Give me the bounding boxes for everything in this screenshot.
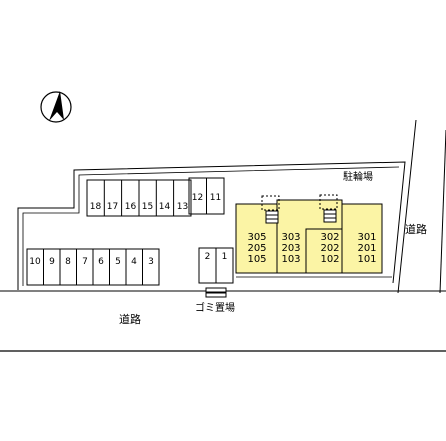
parking-row-12-11: [188, 177, 225, 215]
unit-203: 203: [281, 243, 301, 254]
parking-row-18-13: [86, 179, 192, 217]
parking-label-9: 9: [49, 257, 55, 267]
parking-row-2-1: [198, 247, 234, 284]
unit-205: 205: [247, 243, 267, 254]
parking-label-2: 2: [204, 252, 211, 262]
unit-column-2: 303 203 103: [273, 232, 309, 265]
parking-label-12: 12: [191, 193, 204, 203]
north-arrow-icon: [40, 91, 72, 123]
unit-103: 103: [281, 254, 301, 265]
parking-label-7: 7: [82, 257, 88, 267]
garbage-label: ゴミ置場: [195, 303, 235, 314]
parking-label-16: 16: [124, 202, 137, 212]
unit-202: 202: [320, 243, 340, 254]
parking-label-3: 3: [148, 257, 154, 267]
unit-302: 302: [320, 232, 340, 243]
parking-label-4: 4: [131, 257, 137, 267]
unit-column-4: 301 201 101: [349, 232, 385, 265]
parking-label-17: 17: [106, 202, 119, 212]
road-label-bottom: 道路: [119, 314, 141, 326]
road-right-outer: [439, 129, 446, 294]
parking-label-11: 11: [209, 193, 222, 203]
garbage-icon: [205, 287, 227, 298]
parking-label-15: 15: [141, 202, 154, 212]
road-label-right: 道路: [405, 224, 427, 236]
unit-101: 101: [357, 254, 377, 265]
parking-label-1: 1: [221, 252, 228, 262]
parking-label-8: 8: [65, 257, 71, 267]
unit-column-3: 302 202 102: [312, 232, 348, 265]
unit-201: 201: [357, 243, 377, 254]
parking-label-5: 5: [115, 257, 121, 267]
staircase-left: [261, 195, 280, 224]
parking-row-10-3: [26, 248, 160, 286]
road-right-inner: [397, 119, 417, 294]
unit-301: 301: [357, 232, 377, 243]
staircase-right: [319, 194, 338, 223]
unit-102: 102: [320, 254, 340, 265]
unit-305: 305: [247, 232, 267, 243]
unit-303: 303: [281, 232, 301, 243]
unit-column-1: 305 205 105: [239, 232, 275, 265]
parking-label-10: 10: [29, 257, 41, 267]
parking-label-18: 18: [89, 202, 102, 212]
unit-105: 105: [247, 254, 267, 265]
site-boundary-outer: [17, 161, 406, 290]
parking-label-14: 14: [158, 202, 171, 212]
parking-label-6: 6: [98, 257, 104, 267]
parking-label-13: 13: [176, 202, 189, 212]
site-boundary-inner: [22, 166, 400, 286]
bicycle-parking-label: 駐輪場: [343, 172, 373, 183]
